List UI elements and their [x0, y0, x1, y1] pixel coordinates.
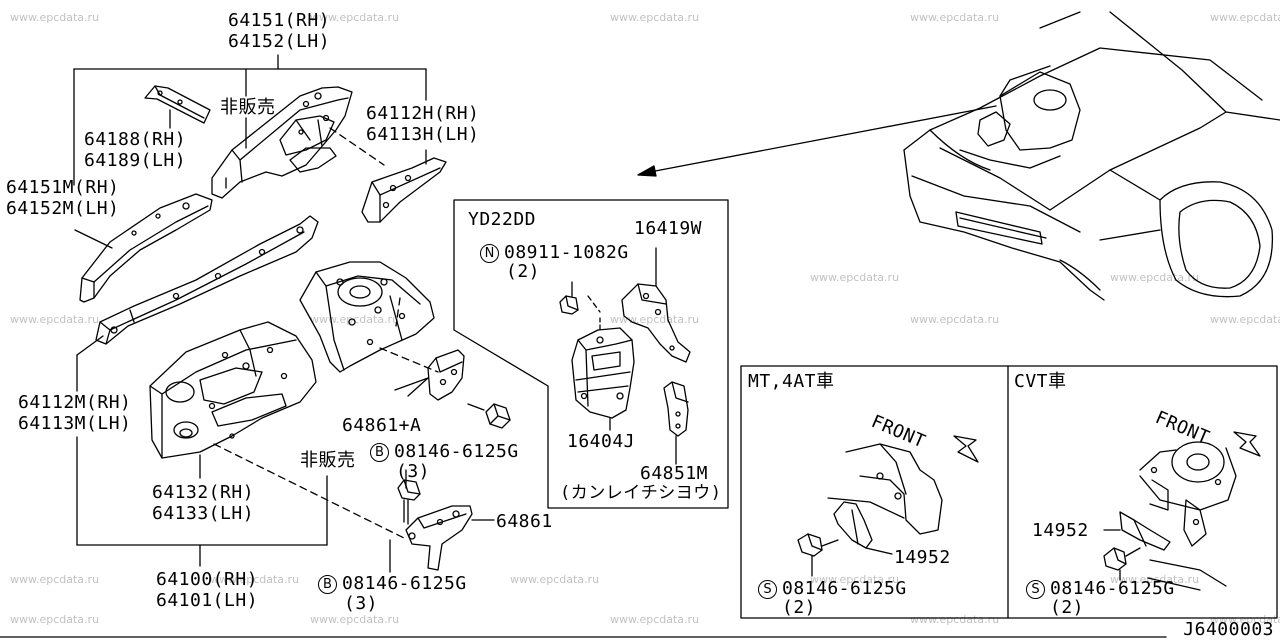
- label-bolt-08146-lower: 08146-6125G: [342, 573, 467, 594]
- label-bolt-qty-mt: (2): [782, 597, 817, 618]
- watermark: www.epcdata.ru: [810, 573, 900, 586]
- watermark: www.epcdata.ru: [610, 613, 700, 626]
- part-64151m-member: [74, 193, 213, 303]
- label-engine-yd22dd: YD22DD: [468, 209, 537, 230]
- label-nonsale-top: 非販売: [220, 97, 276, 118]
- watermark: www.epcdata.ru: [10, 573, 100, 586]
- watermark: www.epcdata.ru: [810, 271, 900, 284]
- symbol-b-circle: B: [318, 575, 337, 594]
- label-16419w: 16419W: [634, 218, 703, 239]
- alignment-lines-center: [213, 297, 439, 539]
- part-64861-bracket: [397, 479, 495, 571]
- part-64151-hoodledge: [211, 86, 353, 199]
- label-14952-mt: 14952: [894, 547, 951, 568]
- label-nonsale-bottom: 非販売: [300, 450, 356, 471]
- watermark: www.epcdata.ru: [610, 11, 700, 24]
- group-bracket-lower: [76, 335, 328, 567]
- label-64113h: 64113H(LH): [366, 124, 480, 145]
- label-64133: 64133(LH): [152, 503, 255, 524]
- label-64189: 64189(LH): [84, 150, 187, 171]
- alignment-lines-upper: [329, 127, 385, 166]
- label-bolt-08146-cvt: 08146-6125G: [1050, 578, 1175, 599]
- car-sketch: [903, 11, 1280, 301]
- label-64188: 64188(RH): [84, 129, 187, 150]
- label-bolt-qty-upper: (3): [396, 461, 431, 482]
- part-strut-housing: [299, 261, 435, 373]
- label-64152: 64152(LH): [228, 31, 331, 52]
- label-64101: 64101(LH): [156, 590, 259, 611]
- watermark: www.epcdata.ru: [910, 11, 1000, 24]
- part-64188-bracket: [144, 85, 211, 129]
- diagram-code: J6400003: [1183, 619, 1274, 640]
- yd22dd-box: [453, 199, 729, 509]
- variant-boxes: [740, 365, 1278, 619]
- part-64112h-bracket: [361, 149, 447, 223]
- label-64132: 64132(RH): [152, 482, 255, 503]
- label-64113m: 64113M(LH): [18, 413, 132, 434]
- watermark: www.epcdata.ru: [910, 313, 1000, 326]
- label-64152m: 64152M(LH): [6, 198, 120, 219]
- symbol-s-circle: S: [758, 580, 777, 599]
- label-64861: 64861: [496, 511, 553, 532]
- symbol-n-circle: N: [480, 244, 499, 263]
- label-64861a: 64861+A: [342, 415, 422, 436]
- watermark: www.epcdata.ru: [10, 313, 100, 326]
- label-cvt: CVT車: [1014, 371, 1067, 392]
- cvt-detail-parts: [1103, 431, 1261, 591]
- label-nut-08911: 08911-1082G: [504, 242, 629, 263]
- label-mt-4at: MT,4AT車: [748, 371, 835, 392]
- label-64851m: 64851M: [640, 463, 709, 484]
- watermark: www.epcdata.ru: [510, 573, 600, 586]
- watermark: www.epcdata.ru: [310, 613, 400, 626]
- group-bracket-upper: [73, 54, 427, 186]
- pointer-arrow: [637, 105, 997, 177]
- label-bolt-08146-mt: 08146-6125G: [782, 578, 907, 599]
- label-64151: 64151(RH): [228, 10, 331, 31]
- watermark: www.epcdata.ru: [1210, 613, 1280, 626]
- part-64861a-bracket: [407, 349, 465, 401]
- label-nut-qty: (2): [506, 261, 541, 282]
- watermark: www.epcdata.ru: [910, 613, 1000, 626]
- label-bolt-08146-upper: 08146-6125G: [394, 441, 519, 462]
- label-16404j: 16404J: [567, 431, 636, 452]
- label-bolt-qty-cvt: (2): [1050, 597, 1085, 618]
- watermark: www.epcdata.ru: [1210, 313, 1280, 326]
- label-64112h: 64112H(RH): [366, 103, 480, 124]
- label-64100: 64100(RH): [156, 569, 259, 590]
- part-64112m-rail: [95, 215, 319, 345]
- label-14952-cvt: 14952: [1032, 520, 1089, 541]
- label-64151m: 64151M(RH): [6, 177, 120, 198]
- symbol-s-circle: S: [1026, 580, 1045, 599]
- yd22dd-parts: [559, 247, 691, 465]
- mt-detail-parts: [797, 435, 979, 577]
- callout-lines: [389, 377, 429, 573]
- label-64112m: 64112M(RH): [18, 392, 132, 413]
- watermark: www.epcdata.ru: [10, 11, 100, 24]
- label-katakana-note: (カンレイチシヨウ): [560, 483, 722, 503]
- watermark: www.epcdata.ru: [310, 11, 400, 24]
- watermark: www.epcdata.ru: [1210, 11, 1280, 24]
- watermark: www.epcdata.ru: [210, 573, 300, 586]
- bolt-upper: [467, 403, 511, 429]
- label-bolt-qty-lower: (3): [344, 593, 379, 614]
- symbol-b-circle: B: [370, 443, 389, 462]
- watermark: www.epcdata.ru: [10, 613, 100, 626]
- part-64132-apron: [149, 321, 317, 459]
